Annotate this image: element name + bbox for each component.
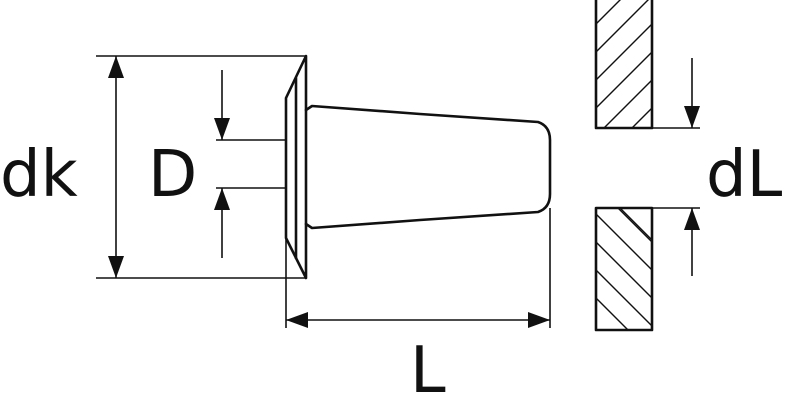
l-label: L xyxy=(410,334,446,408)
plate-bottom-hatch xyxy=(596,208,652,330)
dk-dimension xyxy=(96,55,306,279)
plate-bottom-wall xyxy=(594,206,654,332)
plate-top-hatch xyxy=(596,0,652,128)
plate-section xyxy=(594,0,654,332)
dl-dimension xyxy=(652,58,700,276)
d-label: D xyxy=(148,138,197,212)
dl-label: dL xyxy=(706,138,783,212)
dk-label: dk xyxy=(0,138,78,212)
rivet-head xyxy=(284,54,308,280)
rivet-shank xyxy=(304,104,552,230)
d-dimension xyxy=(214,70,286,258)
plate-top-wall xyxy=(594,0,654,130)
l-dimension xyxy=(285,208,551,328)
